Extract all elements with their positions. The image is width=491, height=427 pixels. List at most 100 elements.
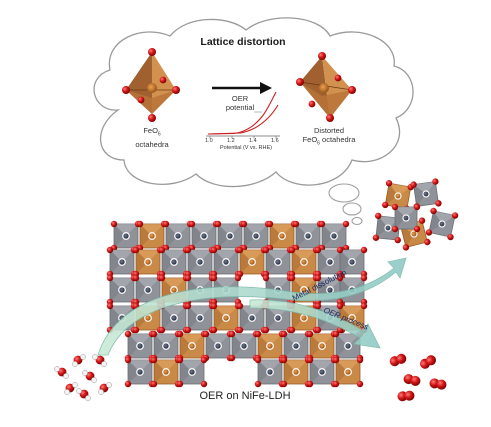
- o2-molecule: [389, 353, 407, 367]
- ni-atom: [327, 287, 333, 293]
- oxygen-atom: [314, 326, 322, 334]
- ni-octahedron: [391, 203, 421, 233]
- caption: OER on NiFe-LDH: [199, 390, 291, 402]
- oxygen-atom: [336, 246, 344, 254]
- fe-atom: [301, 287, 307, 293]
- oxygen-atom: [136, 220, 144, 228]
- o2-atom: [426, 355, 437, 366]
- fe-atom: [349, 315, 355, 321]
- ni-atom: [305, 233, 311, 239]
- fe-octahedron: [150, 356, 182, 388]
- oxygen-atom: [332, 380, 340, 388]
- ni-atom: [275, 259, 281, 265]
- oxygen-atom: [132, 274, 140, 282]
- inset-tick-label: 1.6: [271, 138, 279, 144]
- oxygen-atom: [288, 326, 296, 334]
- ni-atom: [345, 343, 351, 349]
- fe-atom: [319, 343, 325, 349]
- fe-octahedron: [254, 330, 286, 362]
- oxygen-atom: [306, 356, 314, 364]
- o2-atom: [410, 375, 421, 386]
- o2-molecule: [429, 378, 447, 390]
- oxygen-atom: [228, 354, 236, 362]
- fe-octahedron: [288, 246, 320, 278]
- oxygen-atom: [410, 181, 417, 188]
- oxygen-atom: [200, 356, 208, 364]
- distorted-feo6-label: Distorted FeO6 octahedra: [284, 126, 374, 149]
- ni-atom: [293, 343, 299, 349]
- water-hydrogen: [54, 366, 60, 372]
- fe-octahedron: [266, 220, 298, 252]
- oxygen-atom: [288, 246, 296, 254]
- water-hydrogen: [72, 361, 78, 367]
- oxygen-atom: [162, 220, 170, 228]
- ni-atom: [137, 369, 143, 375]
- ni-atom: [197, 315, 203, 321]
- oxygen-atom: [176, 380, 184, 388]
- oxygen-atom: [382, 201, 389, 209]
- ni-octahedron: [124, 330, 156, 362]
- oxygen-atom: [451, 212, 459, 219]
- oxygen-atom: [356, 380, 364, 388]
- oxygen-atom: [314, 274, 322, 282]
- oxygen-atom: [210, 326, 218, 334]
- water-hydrogen: [106, 382, 112, 388]
- ni-octahedron: [292, 220, 324, 252]
- ni-atom: [241, 343, 247, 349]
- oxygen-atom: [254, 380, 262, 388]
- fe-octahedron: [332, 356, 364, 388]
- oxygen-atom: [435, 200, 442, 207]
- oxygen-atom: [124, 380, 132, 388]
- oxygen-atom: [214, 220, 222, 228]
- oxygen-atom: [288, 274, 296, 282]
- water-hydrogen: [98, 389, 104, 395]
- water-molecule: [72, 354, 86, 367]
- fe-atom: [145, 315, 151, 321]
- ni-atom: [275, 315, 281, 321]
- water-hydrogen: [80, 354, 86, 360]
- feo6-label-line2: octahedra: [135, 139, 169, 149]
- water-hydrogen: [82, 370, 88, 376]
- water-hydrogen: [64, 389, 70, 395]
- oxygen-atom: [413, 203, 421, 211]
- fe-atom: [301, 315, 307, 321]
- oxygen-atom: [234, 274, 242, 282]
- oxygen-atom: [342, 220, 350, 228]
- oxygen-atom: [262, 246, 270, 254]
- oxygen-atom: [228, 330, 236, 338]
- oxygen-atom: [360, 302, 368, 310]
- ni-atom: [175, 233, 181, 239]
- o2-atom: [396, 353, 407, 364]
- ni-atom: [123, 233, 129, 239]
- oer-potential-label: OER potential: [215, 94, 265, 112]
- oxygen-atom: [254, 330, 262, 338]
- ni-atom: [253, 233, 259, 239]
- ni-octahedron: [106, 246, 138, 278]
- ni-atom: [223, 259, 229, 265]
- water-hydrogen: [92, 354, 98, 360]
- oxygen-atom: [210, 274, 218, 282]
- oxygen-atom: [184, 302, 192, 310]
- oxygen-atom: [430, 207, 437, 215]
- fe-octahedron: [280, 356, 312, 388]
- fe-atom: [395, 193, 401, 199]
- fe-atom: [301, 259, 307, 265]
- ni-octahedron: [184, 302, 216, 334]
- oxygen-atom: [306, 330, 314, 338]
- oxygen-atom: [385, 180, 393, 187]
- oxygen-atom: [236, 326, 244, 334]
- fe-octahedron: [306, 330, 338, 362]
- o2-atom: [436, 379, 447, 390]
- oxygen-atom: [184, 274, 192, 282]
- oxygen-atom: [360, 274, 368, 282]
- oxygen-atom: [262, 326, 270, 334]
- oxygen-atom: [314, 246, 322, 254]
- oer-label-line1: OER: [231, 94, 249, 103]
- oxygen-atom: [254, 356, 262, 364]
- ni-octahedron: [176, 356, 208, 388]
- oxygen-atom: [318, 220, 326, 228]
- oxygen-atom: [394, 236, 401, 244]
- o2-atom: [404, 390, 415, 401]
- oxygen-atom: [336, 302, 344, 310]
- oxygen-molecules: [389, 353, 447, 402]
